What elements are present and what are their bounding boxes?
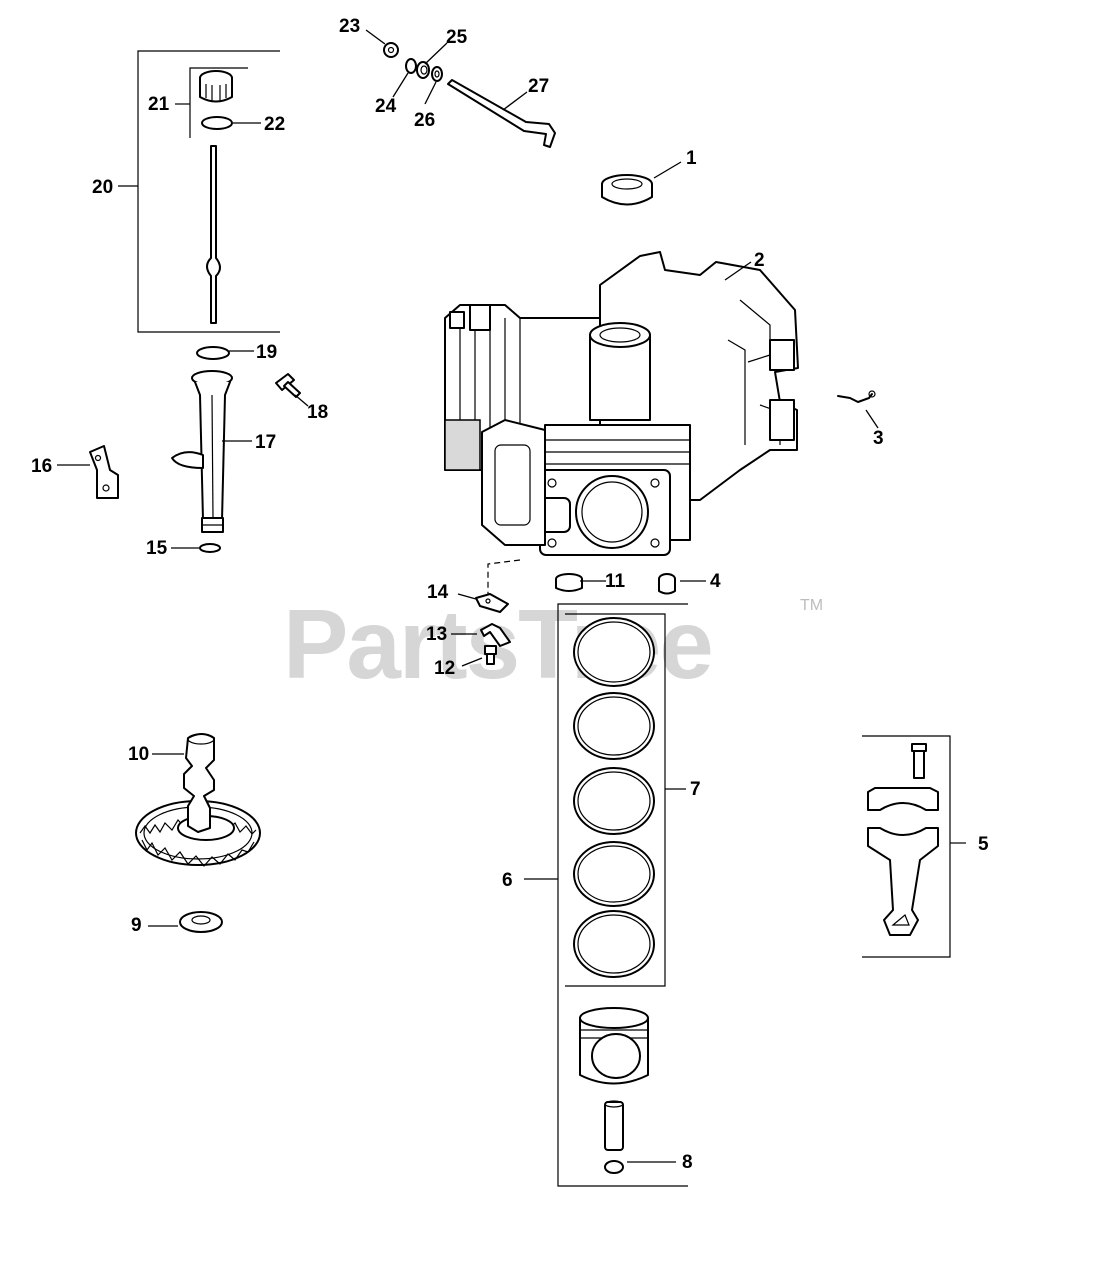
tube-o-ring	[196, 346, 230, 360]
dipstick-rod	[206, 145, 221, 324]
callout-25: 25	[446, 27, 468, 48]
hardware-26	[431, 66, 443, 82]
callout-15: 15	[146, 538, 168, 559]
callout-19: 19	[256, 342, 277, 363]
callout-9: 9	[131, 915, 142, 936]
camshaft	[135, 733, 261, 867]
callout-24: 24	[375, 96, 397, 117]
cap-o-ring	[201, 116, 233, 130]
oil-seal	[601, 174, 653, 206]
piston-ring-5	[573, 910, 655, 978]
set-screw	[484, 645, 497, 665]
leader-lines	[57, 29, 879, 1163]
hardware-24	[405, 58, 417, 74]
callout-11: 11	[605, 571, 626, 592]
connecting-rod	[867, 743, 939, 936]
piston	[579, 1007, 649, 1085]
pin-retainer	[604, 1160, 624, 1174]
callout-20: 20	[92, 177, 113, 198]
dowel-sleeve	[658, 573, 676, 595]
mounting-screw	[275, 373, 301, 398]
piston-ring-2	[573, 692, 655, 760]
callout-1: 1	[686, 148, 697, 169]
callout-17: 17	[255, 432, 276, 453]
piston-pin	[604, 1100, 624, 1151]
retainer-plate	[475, 593, 509, 613]
hardware-25	[416, 61, 430, 79]
piston-assembly-bracket	[524, 603, 688, 1187]
watermark-trademark: TM	[800, 597, 823, 614]
callout-2: 2	[754, 250, 765, 271]
piston-ring-4	[573, 841, 655, 907]
dipstick-tube	[171, 370, 233, 533]
locating-pin	[837, 390, 876, 403]
connecting-rod-bracket	[862, 735, 966, 958]
callout-6: 6	[502, 870, 513, 891]
callout-4: 4	[710, 571, 721, 592]
piston-ring-3	[573, 767, 655, 835]
bracket-clip	[480, 623, 511, 647]
callout-7: 7	[690, 779, 701, 800]
callout-26: 26	[414, 110, 435, 131]
dipstick-cap	[199, 70, 233, 103]
callout-5: 5	[978, 834, 989, 855]
callout-8: 8	[682, 1152, 693, 1173]
camshaft-washer	[179, 911, 223, 933]
callout-18: 18	[307, 402, 328, 423]
callout-23: 23	[339, 16, 360, 37]
callout-numbers: 1 2 3 4 5 6 7 8 9 10 11 12 13 14 15 16 1…	[31, 16, 989, 1173]
callout-12: 12	[434, 658, 455, 679]
lower-o-ring	[199, 543, 221, 553]
hardware-23	[383, 42, 399, 58]
breather-rod	[447, 79, 556, 148]
assembly-leader	[487, 559, 521, 598]
callout-3: 3	[873, 428, 884, 449]
tube-bracket	[89, 445, 119, 499]
cup-plug	[555, 573, 583, 592]
callout-14: 14	[427, 582, 449, 603]
callout-22: 22	[264, 114, 285, 135]
dipstick-assembly-bracket	[118, 50, 280, 333]
callout-13: 13	[426, 624, 447, 645]
callout-10: 10	[128, 744, 149, 765]
crankcase-block	[444, 251, 799, 556]
callout-16: 16	[31, 456, 52, 477]
callout-27: 27	[528, 76, 549, 97]
callout-21: 21	[148, 94, 170, 115]
piston-ring-1	[573, 617, 655, 687]
